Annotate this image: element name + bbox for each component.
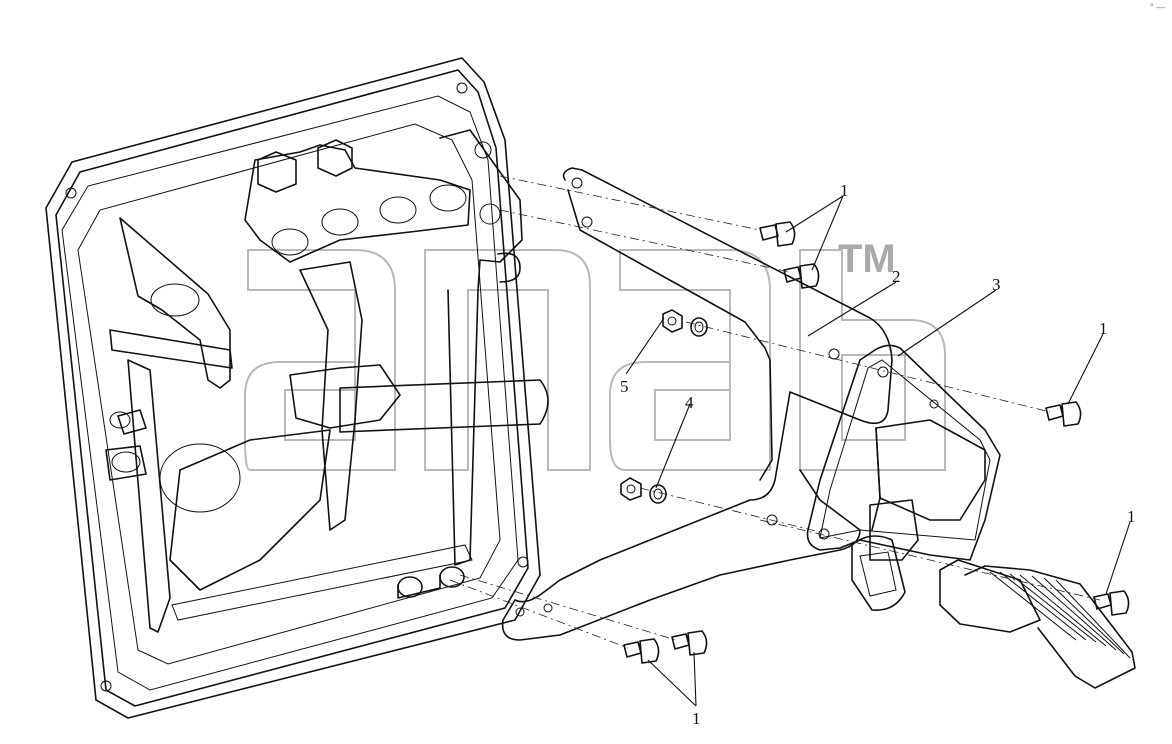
- bolt-icon: [1045, 401, 1082, 427]
- bolt-icon: [623, 638, 660, 664]
- mount-hole: [517, 556, 529, 568]
- bracket-hole: [571, 177, 583, 189]
- callout-bolt-bottom: 1: [692, 709, 701, 728]
- assembly-axes: [449, 175, 1101, 649]
- callout-bolt-right: 1: [1099, 319, 1108, 338]
- callouts: 1 2 3 1 5 4 1 1: [620, 181, 1136, 728]
- bolt-icon: [1093, 590, 1130, 616]
- pedal-bracket-hole: [766, 514, 778, 526]
- mount-hole: [100, 680, 112, 692]
- panel-plate: [45, 57, 541, 719]
- pedal-mechanism: [105, 129, 549, 633]
- bracket-plate: [501, 167, 893, 641]
- watermark-trademark: TM: [838, 237, 896, 281]
- watermark-logo: TM: [244, 237, 946, 471]
- bracket-hole: [828, 348, 840, 360]
- callout-bolt-pedal: 1: [1127, 507, 1136, 526]
- bolt-icon: [759, 221, 796, 247]
- callout-nut: 5: [620, 377, 629, 396]
- bracket-hole: [581, 216, 593, 228]
- pedal-bracket: [766, 344, 1001, 561]
- callout-washer: 4: [685, 393, 694, 412]
- corner-mark: ° —: [1150, 2, 1165, 12]
- bracket-hole: [543, 603, 553, 613]
- nut-icon: [662, 309, 683, 333]
- mount-hole: [456, 82, 468, 94]
- spacer-icon: [397, 566, 465, 599]
- mount-hole: [65, 187, 77, 199]
- bolt-icon: [671, 630, 708, 656]
- accelerator-pedal: [851, 419, 1136, 689]
- nut-icon: [620, 477, 642, 501]
- bracket-hole: [515, 607, 525, 617]
- bolts: [623, 221, 1130, 664]
- pedal-bracket-hole: [929, 399, 939, 409]
- callout-bracket: 2: [892, 267, 901, 286]
- callout-pedal-bracket: 3: [992, 275, 1001, 294]
- fasteners: [397, 309, 708, 599]
- pedal-bracket-hole: [877, 366, 889, 378]
- leader-lines: [625, 195, 1131, 707]
- callout-bolt-top: 1: [840, 181, 849, 200]
